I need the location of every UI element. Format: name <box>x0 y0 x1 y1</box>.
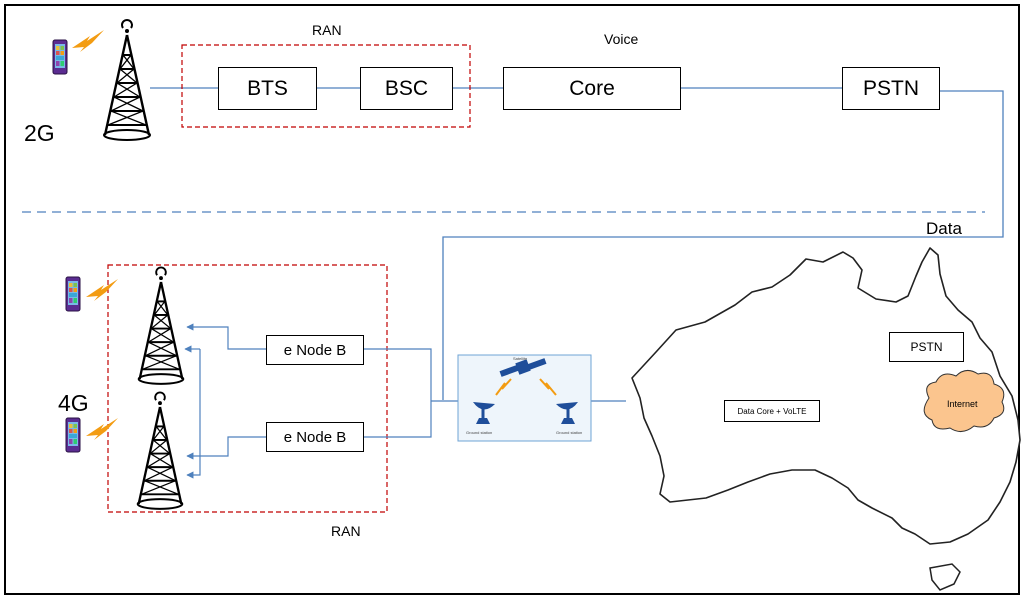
satellite-caption: Satellite <box>513 356 528 361</box>
phone-2g-icon <box>52 39 68 75</box>
internet-cloud-icon <box>923 370 1005 432</box>
core-node: Core <box>503 67 681 110</box>
satellite-icon <box>499 358 547 377</box>
signal-4g-top-icon <box>86 279 118 301</box>
voice-label: Voice <box>604 31 639 47</box>
australia-map <box>631 247 1021 545</box>
ran-boundary-4g <box>107 264 388 513</box>
enodeb-bottom-node: e Node B <box>266 422 364 452</box>
generation-label-2g: 2G <box>24 120 55 146</box>
bsc-node: BSC <box>360 67 453 110</box>
tower-2g-icon <box>102 18 152 142</box>
signal-4g-bottom-icon <box>86 418 118 440</box>
pstn-node: PSTN <box>842 67 940 110</box>
top-links <box>150 87 1004 400</box>
tower-4g-top-icon <box>137 266 185 386</box>
map-pstn-node: PSTN <box>889 332 964 362</box>
map-data-core-node: Data Core + VoLTE <box>724 400 820 422</box>
ground-station-right-caption: Ground station <box>556 430 583 435</box>
phone-4g-top-icon <box>65 276 81 312</box>
satellite-panel <box>457 354 592 442</box>
generation-label-4g: 4G <box>58 390 89 416</box>
diagram-frame <box>4 4 1020 595</box>
ran-label-bottom: RAN <box>331 523 361 539</box>
bts-node: BTS <box>218 67 317 110</box>
signal-2g-icon <box>72 30 104 52</box>
ran-boundary-2g <box>181 44 471 128</box>
ran-label-top: RAN <box>312 22 342 38</box>
tower-4g-bottom-icon <box>136 391 184 511</box>
internet-label: Internet <box>947 399 978 409</box>
data-label: Data <box>926 219 962 238</box>
enodeb-top-node: e Node B <box>266 335 364 365</box>
ground-station-left-caption: Ground station <box>466 430 493 435</box>
tasmania-map <box>929 563 961 591</box>
phone-4g-bottom-icon <box>65 417 81 453</box>
